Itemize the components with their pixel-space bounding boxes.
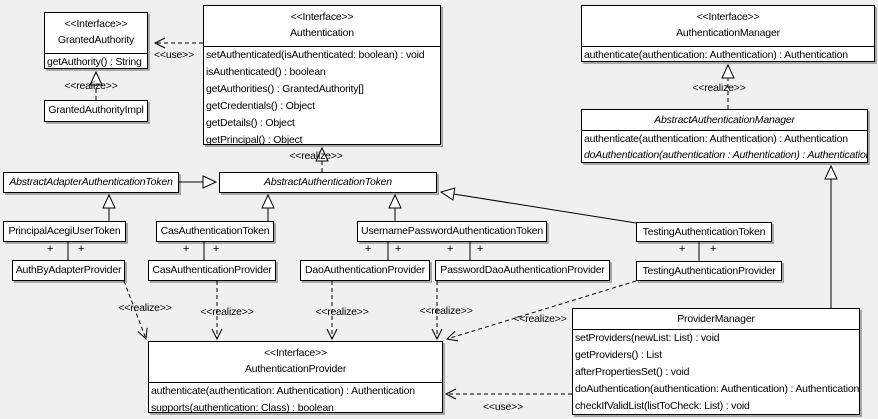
class-testing-authentication-provider: TestingAuthenticationProvider	[636, 261, 782, 281]
class-abstract-adapter-authentication-token: AbstractAdapterAuthenticationToken	[3, 172, 179, 193]
multiplicity-plus: +	[212, 243, 220, 255]
class-name: UsernamePasswordAuthenticationToken	[360, 225, 544, 237]
class-abstract-authentication-manager: AbstractAuthenticationManager authentica…	[581, 109, 868, 163]
realize-label: <<realize>>	[419, 305, 473, 317]
multiplicity-plus: +	[182, 243, 190, 255]
class-name: AbstractAdapterAuthenticationToken	[9, 176, 173, 188]
class-name: CasAuthenticationToken	[160, 225, 270, 237]
method-signature: getCredentials() : Object	[206, 100, 315, 112]
method-signature: afterPropertiesSet() : void	[575, 366, 690, 378]
method-signature: getPrincipal() : Object	[206, 134, 303, 146]
class-name: DaoAuthenticationProvider	[305, 264, 425, 276]
class-authentication: <<Interface>> Authentication setAuthenti…	[203, 5, 441, 146]
class-name: Authentication	[290, 27, 354, 39]
method-signature: checkIfValidList(listToCheck: List) : vo…	[575, 400, 750, 412]
realize-label: <<realize>>	[64, 80, 118, 92]
class-password-dao-authentication-provider: PasswordDaoAuthenticationProvider	[435, 260, 610, 281]
realize-label: <<realize>>	[513, 313, 567, 325]
class-name: TestingAuthenticationProvider	[642, 265, 776, 277]
class-name: AbstractAuthenticationManager	[582, 110, 867, 131]
stereotype-label: <<Interface>>	[64, 18, 128, 30]
class-authentication-provider: <<Interface>> AuthenticationProvider aut…	[148, 341, 443, 414]
realize-label: <<realize>>	[315, 306, 369, 318]
multiplicity-plus: +	[364, 243, 372, 255]
realize-label: <<realize>>	[692, 82, 746, 94]
class-name: CasAuthenticationProvider	[152, 264, 272, 276]
method-signature: authenticate(authentication: Authenticat…	[151, 385, 415, 397]
class-name: GrantedAuthorityImpl	[48, 104, 144, 116]
method-signature: getAuthority() : String	[47, 56, 142, 68]
method-signature: isAuthenticated() : boolean	[206, 66, 326, 78]
class-name: GrantedAuthority	[57, 34, 135, 46]
class-testing-authentication-token: TestingAuthenticationToken	[636, 222, 772, 242]
use-label: <<use>>	[153, 49, 195, 61]
stereotype-label: <<Interface>>	[696, 11, 760, 23]
method-signature: setProviders(newList: List) : void	[575, 332, 720, 344]
class-username-password-authentication-token: UsernamePasswordAuthenticationToken	[357, 221, 547, 242]
class-principal-acegi-user-token: PrincipalAcegiUserToken	[3, 221, 126, 242]
class-dao-authentication-provider: DaoAuthenticationProvider	[300, 260, 430, 281]
method-signature: getDetails() : Object	[206, 117, 295, 129]
class-name: PasswordDaoAuthenticationProvider	[440, 264, 605, 276]
edge-gen-testingtoken-abstracttoken	[439, 187, 637, 224]
class-cas-authentication-token: CasAuthenticationToken	[156, 221, 274, 242]
class-name: ProviderManager	[573, 309, 859, 330]
method-signature: setAuthenticated(isAuthenticated: boolea…	[206, 49, 425, 61]
multiplicity-plus: +	[46, 243, 54, 255]
use-label: <<use>>	[482, 401, 524, 413]
multiplicity-plus: +	[476, 243, 484, 255]
realize-label: <<realize>>	[289, 150, 343, 162]
realize-label: <<realize>>	[200, 306, 254, 318]
method-signature: authenticate(authentication: Authenticat…	[584, 49, 848, 61]
multiplicity-plus: +	[678, 243, 686, 255]
class-name: AuthenticationProvider	[244, 363, 347, 375]
multiplicity-plus: +	[446, 243, 454, 255]
class-abstract-authentication-token: AbstractAuthenticationToken	[219, 172, 437, 193]
multiplicity-plus: +	[77, 243, 85, 255]
stereotype-label: <<Interface>>	[290, 11, 354, 23]
class-provider-manager: ProviderManager setProviders(newList: Li…	[572, 308, 860, 415]
class-name: AbstractAuthenticationToken	[264, 176, 392, 188]
stereotype-label: <<Interface>>	[264, 347, 327, 359]
class-name: TestingAuthenticationToken	[642, 226, 766, 238]
method-signature: getProviders() : List	[575, 349, 662, 361]
multiplicity-plus: +	[394, 243, 402, 255]
class-name: AuthByAdapterProvider	[15, 264, 122, 276]
method-signature: supports(authentication: Class) : boolea…	[151, 402, 334, 414]
method-signature: doAuthentication(authentication : Authen…	[584, 149, 867, 161]
method-signature: authenticate(authentication: Authenticat…	[584, 133, 848, 145]
method-signature: getAuthorities() : GrantedAuthority[]	[206, 83, 364, 95]
class-granted-authority-impl: GrantedAuthorityImpl	[44, 100, 148, 122]
class-auth-by-adapter-provider: AuthByAdapterProvider	[12, 260, 125, 281]
class-name: AuthenticationManager	[676, 27, 780, 39]
class-authentication-manager: <<Interface>> AuthenticationManager auth…	[581, 5, 875, 62]
class-cas-authentication-provider: CasAuthenticationProvider	[148, 260, 276, 281]
realize-label: <<realize>>	[118, 302, 172, 314]
multiplicity-plus: +	[709, 243, 717, 255]
method-signature: doAuthentication(authentication: Authent…	[575, 383, 859, 395]
class-name: PrincipalAcegiUserToken	[8, 225, 121, 237]
class-granted-authority: <<Interface>> GrantedAuthority getAuthor…	[44, 12, 148, 69]
